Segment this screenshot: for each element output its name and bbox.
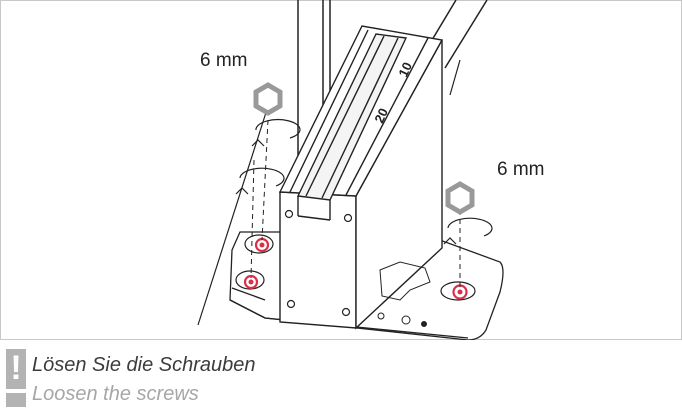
left-bolts xyxy=(235,234,274,290)
right-bolt xyxy=(440,281,476,301)
screw-size-label-right: 6 mm xyxy=(497,159,545,180)
clamp-body xyxy=(278,25,444,330)
rotate-ccw-icon xyxy=(235,119,493,245)
base-details xyxy=(377,261,431,327)
floor-lines xyxy=(197,59,461,326)
hex-bolt-icon xyxy=(253,82,475,215)
screw-size-label-left: 6 mm xyxy=(200,50,248,71)
instruction-bar xyxy=(0,340,682,418)
screw-axes xyxy=(250,119,461,288)
illustration-frame: 6 mm 6 mm 10 20 xyxy=(0,0,682,340)
instruction-german: Lösen Sie die Schrauben xyxy=(32,354,256,376)
warning-glyph: ! xyxy=(10,349,22,387)
instruction-english: Loosen the screws xyxy=(32,383,199,405)
assembly-illustration xyxy=(0,0,682,340)
front-screws xyxy=(284,209,353,317)
warning-icon: ! xyxy=(6,349,26,407)
